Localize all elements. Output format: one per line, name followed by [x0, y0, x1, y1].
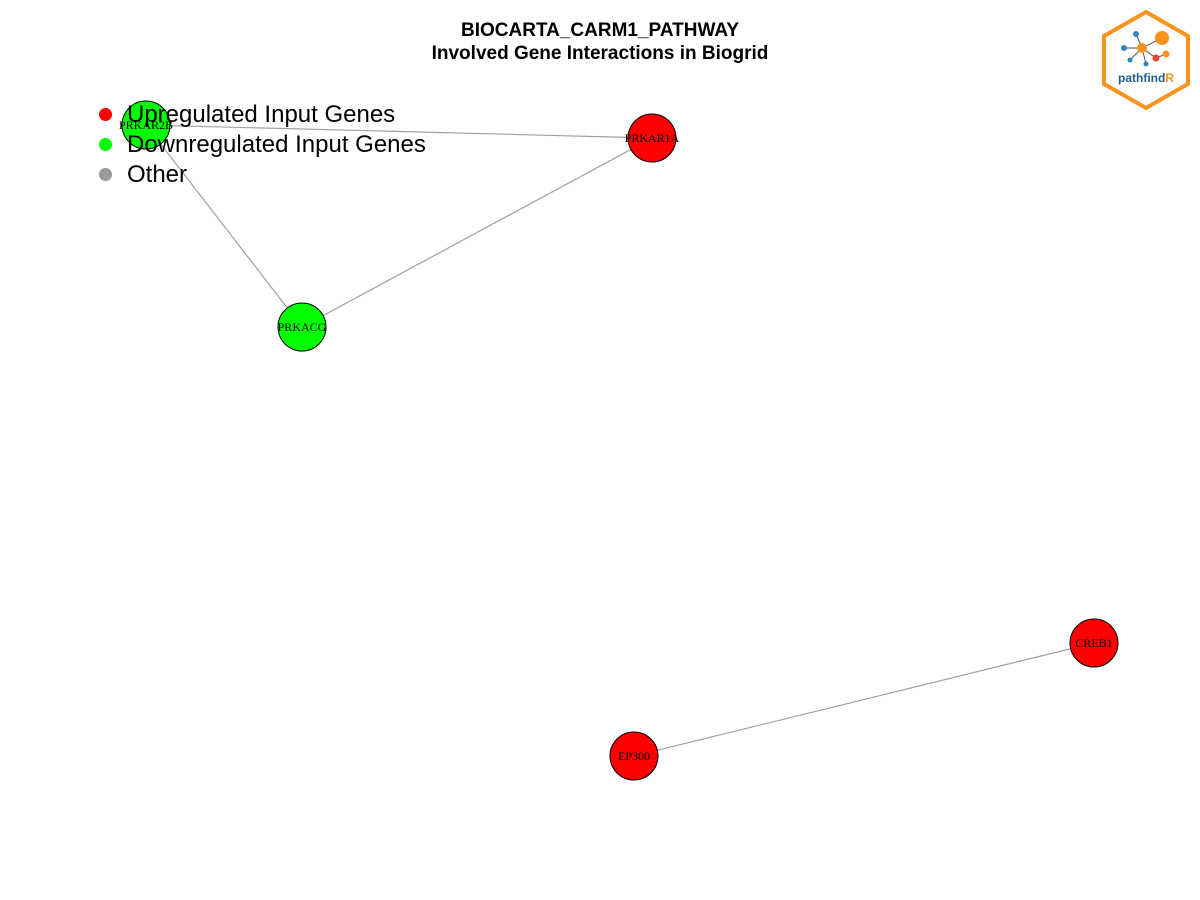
edge-prkar2b-prkar1a	[145, 124, 653, 139]
node-prkar2b: PRKAR2B	[119, 100, 173, 150]
node-creb1: CREB1	[1069, 618, 1119, 668]
node-circle	[121, 100, 171, 150]
node-label: EP300	[618, 749, 650, 763]
edge-prkar1a-prkacg	[301, 137, 653, 328]
legend-dot-downregulated	[99, 138, 112, 151]
node-prkacg: PRKACG	[277, 302, 327, 352]
pathfindr-logo: pathfindR	[1102, 9, 1190, 111]
node-label: PRKAR2B	[119, 118, 173, 132]
node-prkar1a: PRKAR1A	[625, 113, 680, 163]
edge-ep300-creb1	[633, 642, 1095, 757]
logo-network-icon	[1121, 31, 1170, 67]
edges-layer	[145, 124, 1095, 757]
node-circle	[277, 302, 327, 352]
node-label: PRKAR1A	[625, 131, 680, 145]
logo-text-accent: R	[1165, 71, 1174, 85]
legend-dot-upregulated	[99, 108, 112, 121]
logo-text-main: pathfind	[1118, 71, 1165, 85]
legend-dot-other	[99, 168, 112, 181]
legend-label: Other	[127, 161, 188, 188]
plot-subtitle: Involved Gene Interactions in Biogrid	[431, 43, 769, 64]
node-circle	[609, 731, 659, 781]
legend-label: Upregulated Input Genes	[127, 101, 396, 128]
node-ep300: EP300	[609, 731, 659, 781]
logo-text: pathfindR	[1118, 71, 1174, 85]
node-circle	[627, 113, 677, 163]
plot-title: BIOCARTA_CARM1_PATHWAY	[461, 20, 739, 41]
node-label: PRKACG	[278, 320, 327, 334]
edge-prkar2b-prkacg	[145, 124, 303, 328]
logo-hexagon-icon	[1102, 9, 1190, 111]
legend-label: Downregulated Input Genes	[127, 131, 426, 158]
node-label: CREB1	[1075, 636, 1112, 650]
node-circle	[1069, 618, 1119, 668]
